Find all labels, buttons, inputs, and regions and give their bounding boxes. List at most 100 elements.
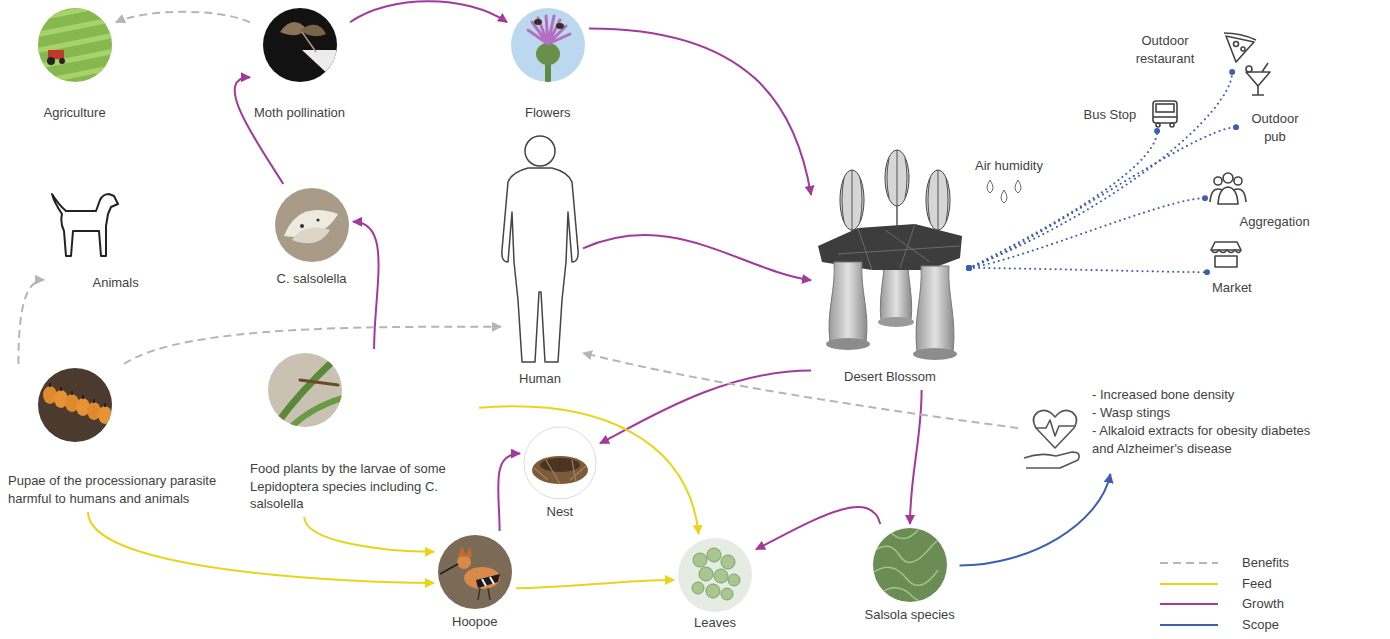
bird-head: [457, 555, 471, 569]
photo-clip: [20, 0, 130, 86]
legend-swatch: [1158, 616, 1224, 634]
leaf: [707, 548, 721, 562]
moth-tongue: [302, 32, 316, 52]
connector-arrow: [350, 1, 507, 22]
node-label: Nest: [547, 503, 574, 521]
moth-photo: [263, 8, 338, 82]
flowers-photo: [511, 8, 585, 95]
topping: [1241, 47, 1245, 51]
legend-line: [1160, 583, 1218, 585]
beak: [440, 564, 458, 574]
awning-scallops: [1211, 250, 1241, 253]
pod: [885, 150, 909, 206]
photo-node: Salsola species: [861, 524, 960, 628]
leaf: [721, 588, 733, 600]
legend-label: Scope: [1242, 616, 1279, 634]
twigs: [534, 460, 586, 484]
wing-spot: [316, 218, 319, 221]
dog-outline: [52, 194, 118, 256]
front-column: [829, 262, 867, 342]
dotted-connector: [969, 127, 1236, 268]
pulse: [1036, 420, 1074, 436]
food-plant-photo: [268, 353, 342, 428]
node-label: Salsola species: [865, 606, 955, 624]
node-label: Moth pollination: [254, 104, 345, 122]
nest: [532, 456, 588, 484]
legend-label: Growth: [1242, 595, 1284, 613]
field-stripes: [20, 0, 130, 86]
tractor-wheel: [47, 57, 55, 65]
connector-arrow: [960, 474, 1111, 566]
photo-clip: [280, 22, 338, 76]
bus-line: [1153, 116, 1177, 118]
glass: [1246, 72, 1270, 86]
column-foot: [878, 317, 914, 327]
photo-circle: [678, 538, 752, 612]
leaf: [693, 553, 707, 567]
legend-label: Benefits: [1242, 554, 1289, 572]
nest-photo: [524, 427, 596, 499]
legend-swatch: [1158, 595, 1224, 613]
front-column: [916, 266, 954, 352]
glass-stem: [1252, 86, 1264, 95]
bird-body: [464, 567, 500, 589]
node-label: - Alkaloid extracts for obesity diabetes…: [1092, 422, 1322, 457]
humidity-drops: [987, 180, 1021, 203]
legend-line: [1160, 562, 1218, 564]
photo-node: Flowers: [507, 4, 589, 126]
photo-circle: [263, 8, 337, 82]
head: [1214, 177, 1222, 185]
legend-line: [1160, 624, 1218, 626]
icon-node: Aggregation: [1205, 168, 1315, 235]
twig: [300, 380, 338, 385]
pod-ribs: [842, 170, 862, 230]
photo-circle: [38, 368, 112, 442]
pupae-photo: [38, 368, 112, 442]
legend-swatch: [1158, 575, 1224, 593]
crest: [458, 546, 472, 557]
moth-wing: [292, 228, 330, 244]
column-foot: [913, 348, 957, 360]
node-label: Aggregation: [1240, 213, 1310, 231]
node-label: - Increased bone density: [1092, 386, 1234, 404]
salsolella-photo: [275, 188, 349, 262]
annotation-label: Air humidity: [975, 157, 1043, 175]
legs: [478, 588, 490, 600]
white-flower: [302, 50, 338, 76]
dashed-connector: [116, 12, 250, 22]
agriculture-photo: [20, 0, 130, 86]
node-label: Market: [1212, 279, 1252, 297]
connector-arrow: [88, 512, 434, 583]
cocktail-icon: [1246, 63, 1270, 95]
bee: [556, 23, 564, 29]
legend-entry: Scope: [1158, 616, 1328, 634]
straw: [1262, 63, 1268, 72]
people-icon: [1210, 173, 1246, 204]
photo-node: Moth pollination: [250, 4, 350, 126]
dotted-connector: [969, 72, 1232, 268]
pod-ribs: [928, 170, 948, 230]
shoulders: [1218, 187, 1238, 204]
connector-arrow: [516, 580, 674, 588]
pod: [926, 170, 950, 230]
photo-node: Pupae of the processionary parasite harm…: [4, 364, 244, 512]
bus-wheel: [1170, 123, 1174, 127]
node-label: Flowers: [525, 104, 571, 122]
connector-arrow: [583, 235, 811, 280]
icon-node: Bus Stop: [1080, 95, 1184, 131]
head: [525, 136, 555, 166]
drop: [1015, 180, 1021, 193]
photo-clip: [692, 548, 740, 600]
node-label: C. salsolella: [277, 270, 347, 288]
leaf: [706, 584, 720, 598]
leaf: [692, 582, 704, 594]
connector-arrow: [479, 406, 699, 534]
node-label: - Wasp stings: [1092, 404, 1170, 422]
bus-icon: [1153, 101, 1177, 127]
awning: [1211, 242, 1241, 250]
pizza-crust: [1224, 33, 1256, 40]
wing: [476, 574, 500, 588]
connector-arrow: [235, 77, 284, 184]
